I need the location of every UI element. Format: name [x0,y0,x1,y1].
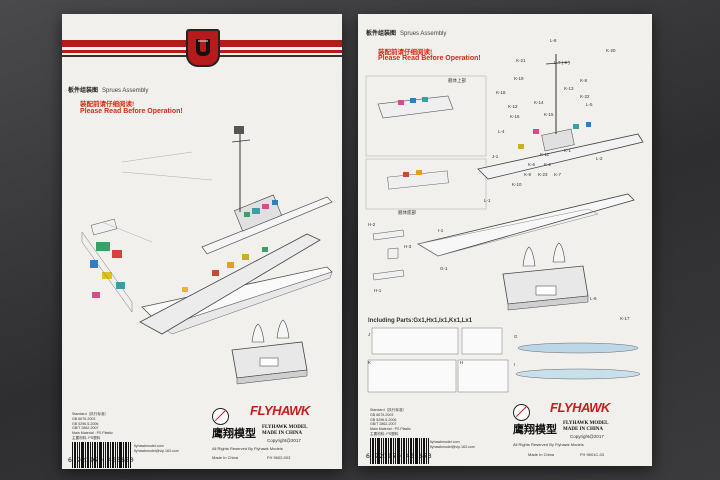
svg-text:K-12: K-12 [508,104,518,109]
brand-name-chinese: 鹰翔模型 [212,428,256,440]
svg-text:K-22: K-22 [580,94,590,99]
barcode-number: 6 921970 400680 [68,456,135,464]
choking-hazard-icon [513,404,530,421]
warning-text-chinese: 装配前请仔细阅读! [80,101,135,108]
website-info: flyhawkmodel.com flyhawkmodel@vip.163.co… [134,444,179,453]
brand-name-chinese: 鹰翔模型 [513,424,557,436]
rights-text: All Rights Reserved By Flyhawk Models [513,442,584,447]
right-assembly-diagram: L-8 K-20 K-21 L-7 ( 9 ) K-8 K-19 K-13 K-… [365,38,644,321]
svg-text:K-23: K-23 [538,172,548,177]
svg-text:L-5: L-5 [586,102,593,107]
svg-text:H-3: H-3 [404,244,412,249]
svg-text:L-7 ( 9 ): L-7 ( 9 ) [554,60,570,65]
svg-text:K-10: K-10 [512,182,522,187]
svg-text:K-1: K-1 [564,148,572,153]
svg-text:L-6: L-6 [590,296,597,301]
svg-text:K-19: K-19 [514,76,524,81]
svg-text:G: G [514,334,518,339]
copyright-text: Copyright@2017 [570,434,604,439]
svg-text:K-7: K-7 [554,172,562,177]
svg-text:K-9: K-9 [524,172,532,177]
svg-text:K-13: K-13 [564,86,574,91]
svg-text:舰体上部: 舰体上部 [448,77,466,84]
brand-name-english: FLYHAWK MODEL MADE IN CHINA [563,421,609,432]
choking-hazard-icon [212,408,229,425]
svg-text:K-8: K-8 [580,78,588,83]
svg-text:J-1: J-1 [492,154,499,159]
warning-text-english: Please Read Before Operation! [80,108,183,115]
standard-info: Standard（执行标准） GB 6675-2003 GB 5296.5-20… [72,412,113,440]
svg-text:K-11: K-11 [540,152,550,157]
svg-text:K-20: K-20 [606,48,616,53]
barcode [72,442,132,468]
made-in-text: Made In China [528,452,555,457]
svg-text:I: I [514,362,515,367]
flyhawk-logo: FLYHAWK [250,403,310,418]
svg-text:K-14: K-14 [534,100,544,105]
made-in-text: Made In China [212,455,239,460]
svg-text:L-2: L-2 [596,156,603,161]
rights-text: All Rights Reserved By Flyhawk Models [212,446,283,451]
svg-text:L-4: L-4 [498,129,505,134]
product-code: FH 9602-003 [267,455,291,460]
copyright-text: Copyright@2017 [267,438,301,443]
svg-text:K-2: K-2 [544,162,552,167]
warning-text-english: Please Read Before Operation! [378,55,481,62]
svg-text:舰体底部: 舰体底部 [398,209,416,216]
svg-text:K-21: K-21 [516,58,526,63]
svg-text:H-2: H-2 [368,222,376,227]
svg-text:I-1: I-1 [438,228,444,233]
warning-text-chinese: 装配前请仔细阅读! [378,49,433,56]
svg-text:K-17: K-17 [620,316,630,321]
including-parts-text: Including Parts:Gx1,Hx1,Ix1,Kx1,Lx1 [368,318,473,324]
svg-text:K: K [368,360,371,365]
barcode-number: 6 921970 400673 [366,452,433,460]
svg-text:L-1: L-1 [484,198,491,203]
product-code: FH 9601C-03 [580,452,605,457]
svg-text:H: H [460,360,463,365]
flyhawk-logo: FLYHAWK [550,400,610,415]
sprue-layout-drawing: G I J K H [367,327,641,393]
svg-text:L-8: L-8 [550,38,557,43]
shield-logo-icon [186,29,220,67]
svg-text:K-18: K-18 [496,90,506,95]
svg-text:J: J [368,332,370,337]
brand-name-english: FLYHAWK MODEL MADE IN CHINA [262,425,308,436]
barcode [370,438,430,464]
svg-text:K-15: K-15 [544,112,554,117]
standard-info: Standard（执行标准） GB 6675-2003 GB 5296.5-20… [370,408,411,436]
svg-text:K-6: K-6 [528,162,536,167]
left-assembly-diagram [81,126,333,385]
svg-text:G-1: G-1 [440,266,448,271]
website-info: flyhawkmodel.com flyhawkmodel@vip.163.co… [430,440,475,449]
svg-text:H-1: H-1 [374,288,382,293]
svg-text:K-16: K-16 [510,114,520,119]
